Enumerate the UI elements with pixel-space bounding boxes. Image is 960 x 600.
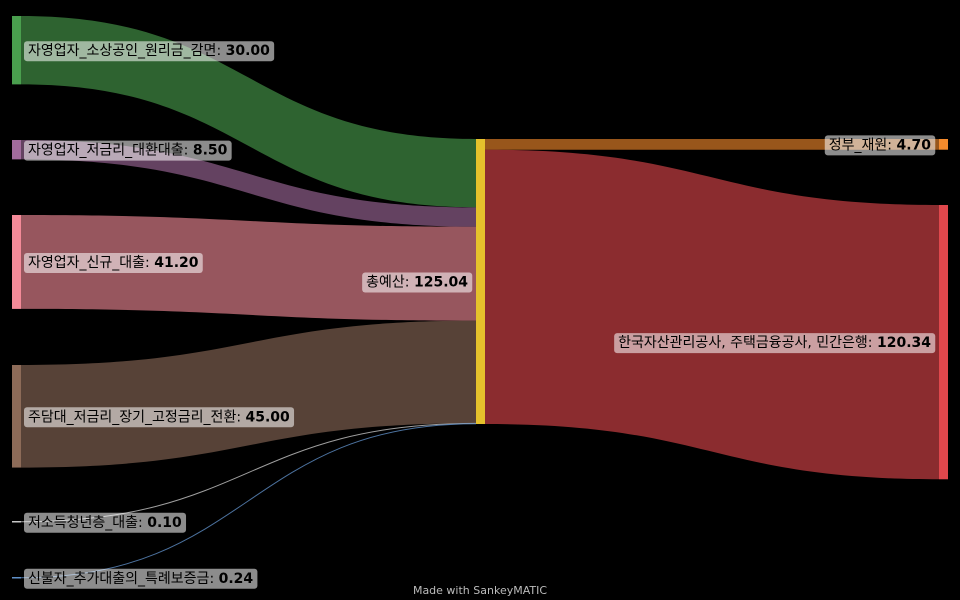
node-신불자-추가대출의-특례보증금 <box>12 577 21 579</box>
label-background <box>24 568 258 589</box>
label-자영업자-저금리-대환대출: 자영업자_저금리_대환대출: 8.50 <box>24 140 232 161</box>
label-value: 30.00 <box>226 43 271 59</box>
label-name: 주담대_저금리_장기_고정금리_전환: <box>28 409 246 425</box>
label-background <box>24 252 203 273</box>
label-background <box>824 135 936 156</box>
label-value: 4.70 <box>896 137 931 153</box>
label-정부-재원: 정부_재원: 4.70 <box>824 135 936 156</box>
label-value: 41.20 <box>154 255 199 271</box>
label-주담대-저금리-장기-고정금리-전환: 주담대_저금리_장기_고정금리_전환: 45.00 <box>24 407 295 428</box>
label-name: 저소득청년층_대출: <box>28 515 147 531</box>
label-text: 한국자산관리공사, 주택금융공사, 민간은행: 120.34 <box>618 335 931 351</box>
node-자영업자-저금리-대환대출 <box>12 140 21 160</box>
label-background <box>24 140 232 161</box>
link-한국자산관리공사-주택금융공사-민간은행 <box>485 149 939 480</box>
label-신불자-추가대출의-특례보증금: 신불자_추가대출의_특례보증금: 0.24 <box>24 568 258 589</box>
credit-text: Made with SankeyMATIC <box>412 584 548 597</box>
label-value: 125.04 <box>414 275 468 291</box>
label-name: 자영업자_소상공인_원리금_감면: <box>28 43 226 59</box>
label-name: 총예산: <box>366 275 414 291</box>
label-name: 자영업자_신규_대출: <box>28 255 154 271</box>
label-background <box>24 407 295 428</box>
label-text: 주담대_저금리_장기_고정금리_전환: 45.00 <box>28 409 290 425</box>
label-background <box>24 512 187 533</box>
label-background <box>24 41 275 62</box>
label-value: 45.00 <box>246 409 291 425</box>
label-name: 자영업자_저금리_대환대출: <box>28 143 193 159</box>
label-한국자산관리공사-주택금융공사-민간은행: 한국자산관리공사, 주택금융공사, 민간은행: 120.34 <box>614 333 936 354</box>
label-name: 신불자_추가대출의_특례보증금: <box>28 571 219 587</box>
label-text: 정부_재원: 4.70 <box>829 137 931 153</box>
label-자영업자-신규-대출: 자영업자_신규_대출: 41.20 <box>24 252 203 273</box>
label-value: 0.24 <box>219 571 254 587</box>
label-text: 총예산: 125.04 <box>366 275 468 291</box>
label-value: 120.34 <box>877 335 931 351</box>
label-text: 자영업자_신규_대출: 41.20 <box>28 255 199 271</box>
flow-links <box>20 16 939 579</box>
label-총예산: 총예산: 125.04 <box>362 272 473 293</box>
node-저소득청년층-대출 <box>12 521 21 523</box>
label-background <box>614 333 936 354</box>
label-자영업자-소상공인-원리금-감면: 자영업자_소상공인_원리금_감면: 30.00 <box>24 41 275 62</box>
label-name: 정부_재원: <box>829 137 897 153</box>
node-자영업자-신규-대출 <box>12 215 21 309</box>
label-저소득청년층-대출: 저소득청년층_대출: 0.10 <box>24 512 187 533</box>
node-labels: 자영업자_소상공인_원리금_감면: 30.00 자영업자_저금리_대환대출: 8.… <box>24 41 936 589</box>
link-자영업자-소상공인-원리금-감면 <box>21 16 476 208</box>
label-value: 8.50 <box>193 143 228 159</box>
label-name: 한국자산관리공사, 주택금융공사, 민간은행: <box>618 335 877 351</box>
label-text: 자영업자_소상공인_원리금_감면: 30.00 <box>28 43 270 59</box>
node-한국자산관리공사-주택금융공사-민간은행 <box>939 205 948 480</box>
link-주담대-저금리-장기-고정금리-전환 <box>21 320 476 468</box>
label-value: 0.10 <box>147 515 182 531</box>
link-자영업자-신규-대출 <box>21 215 476 321</box>
label-background <box>362 272 473 293</box>
node-자영업자-소상공인-원리금-감면 <box>12 16 21 85</box>
label-text: 저소득청년층_대출: 0.10 <box>28 515 182 531</box>
node-정부-재원 <box>939 139 948 150</box>
nodes <box>12 16 948 579</box>
label-text: 신불자_추가대출의_특례보증금: 0.24 <box>28 571 253 587</box>
link-자영업자-저금리-대환대출 <box>21 140 476 227</box>
node-주담대-저금리-장기-고정금리-전환 <box>12 365 21 468</box>
node-총예산 <box>476 139 485 424</box>
label-text: 자영업자_저금리_대환대출: 8.50 <box>28 143 228 159</box>
